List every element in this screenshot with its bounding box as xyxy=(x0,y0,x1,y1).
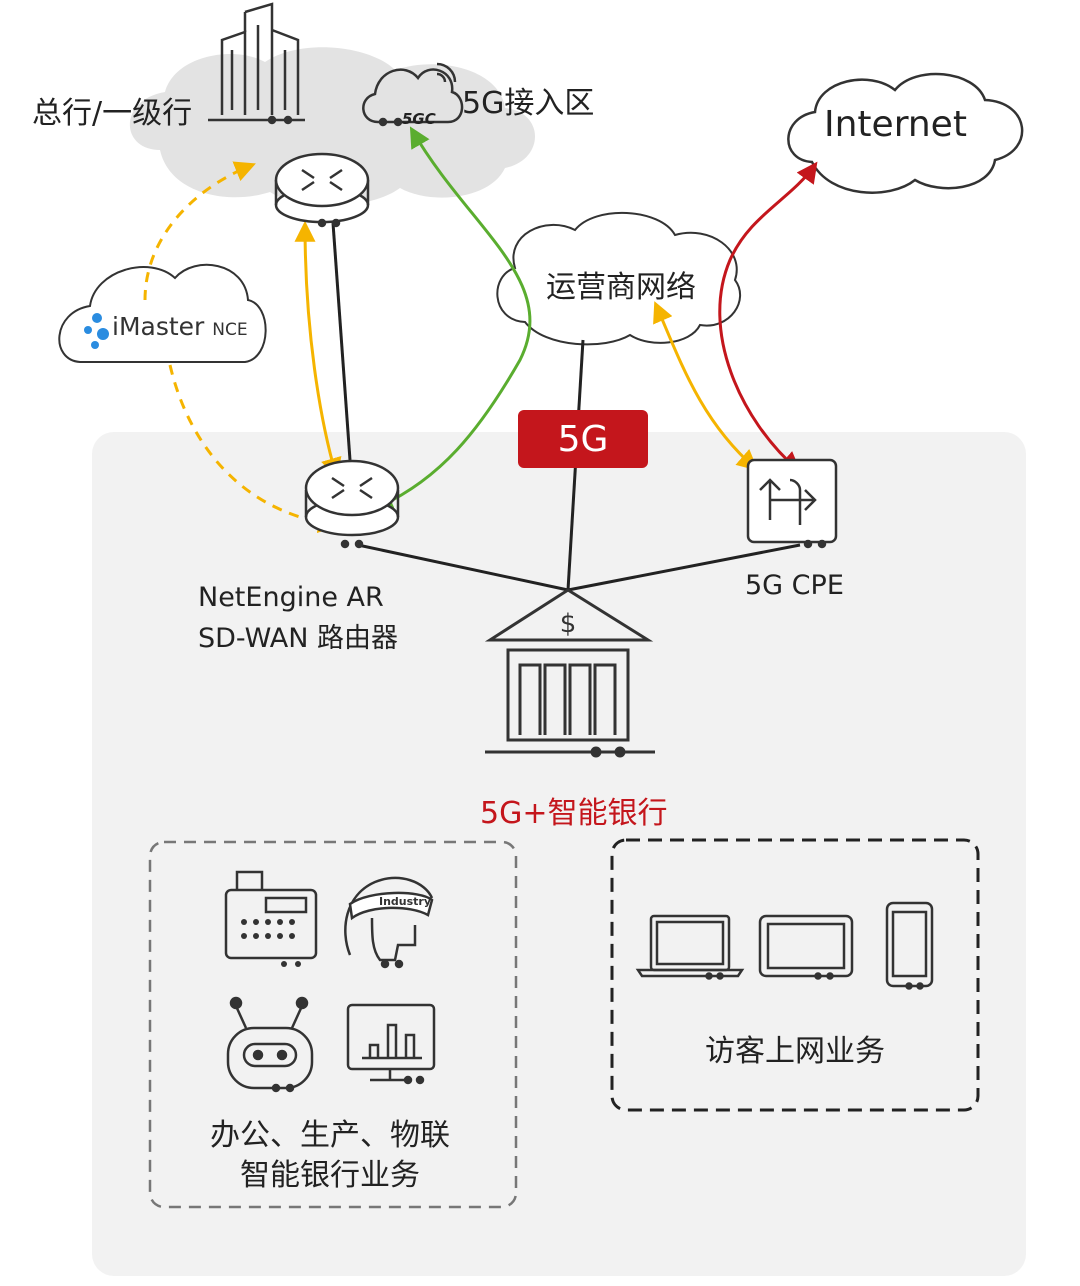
business-group-label-line2: 智能银行业务 xyxy=(240,1158,420,1193)
router-label-line2: SD-WAN 路由器 xyxy=(198,623,399,654)
5gc-label: 5GC xyxy=(402,110,436,128)
router-label-line1: NetEngine AR xyxy=(198,582,384,613)
cloud-5gc-icon xyxy=(362,62,464,127)
imaster-label: iMaster NCE xyxy=(112,312,248,341)
business-group-label-line1: 办公、生产、物联 xyxy=(210,1118,450,1153)
5g-access-label: 5G接入区 xyxy=(462,86,595,121)
industry-label: Industry xyxy=(379,895,431,908)
monitor-chart-icon xyxy=(346,1003,436,1085)
guest-group-label: 访客上网业务 xyxy=(705,1034,885,1069)
phone-icon xyxy=(885,901,934,990)
bank-icon xyxy=(484,588,655,758)
pos-terminal-icon xyxy=(224,870,318,967)
carrier-label: 运营商网络 xyxy=(546,270,696,305)
internet-cloud xyxy=(787,72,1024,194)
internet-label: Internet xyxy=(824,104,967,145)
hq-router-link xyxy=(331,222,352,461)
bank-dollar-icon: $ xyxy=(560,609,577,639)
router-icon xyxy=(304,459,400,549)
bank-label: 5G+智能银行 xyxy=(480,796,668,831)
cpe-label: 5G CPE xyxy=(745,570,844,601)
imaster-hq-arrow xyxy=(143,161,256,301)
router-bank-link xyxy=(357,543,569,592)
tablet-icon xyxy=(758,914,854,980)
imaster-logo-icon xyxy=(84,313,109,349)
laptop-icon xyxy=(635,914,745,980)
hq-label: 总行/一级行 xyxy=(32,96,193,131)
5g-badge: 5G xyxy=(518,410,648,468)
5gc-router-arrow xyxy=(372,126,532,511)
hq-router-arrow xyxy=(294,220,342,480)
building-icon xyxy=(208,2,305,125)
robot-icon xyxy=(226,996,314,1093)
carrier-cpe-arrow xyxy=(653,301,759,471)
router-icon xyxy=(274,152,370,228)
guest-group-box xyxy=(610,838,980,1112)
branch-panel xyxy=(92,432,1026,1276)
vr-headset-icon xyxy=(344,876,434,969)
imaster-router-arrow xyxy=(168,364,340,534)
business-group-box xyxy=(148,840,518,1209)
cpe-internet-arrow xyxy=(718,161,818,473)
imaster-cloud xyxy=(58,263,267,363)
cpe-icon xyxy=(746,458,838,549)
cpe-bank-link xyxy=(567,543,801,592)
